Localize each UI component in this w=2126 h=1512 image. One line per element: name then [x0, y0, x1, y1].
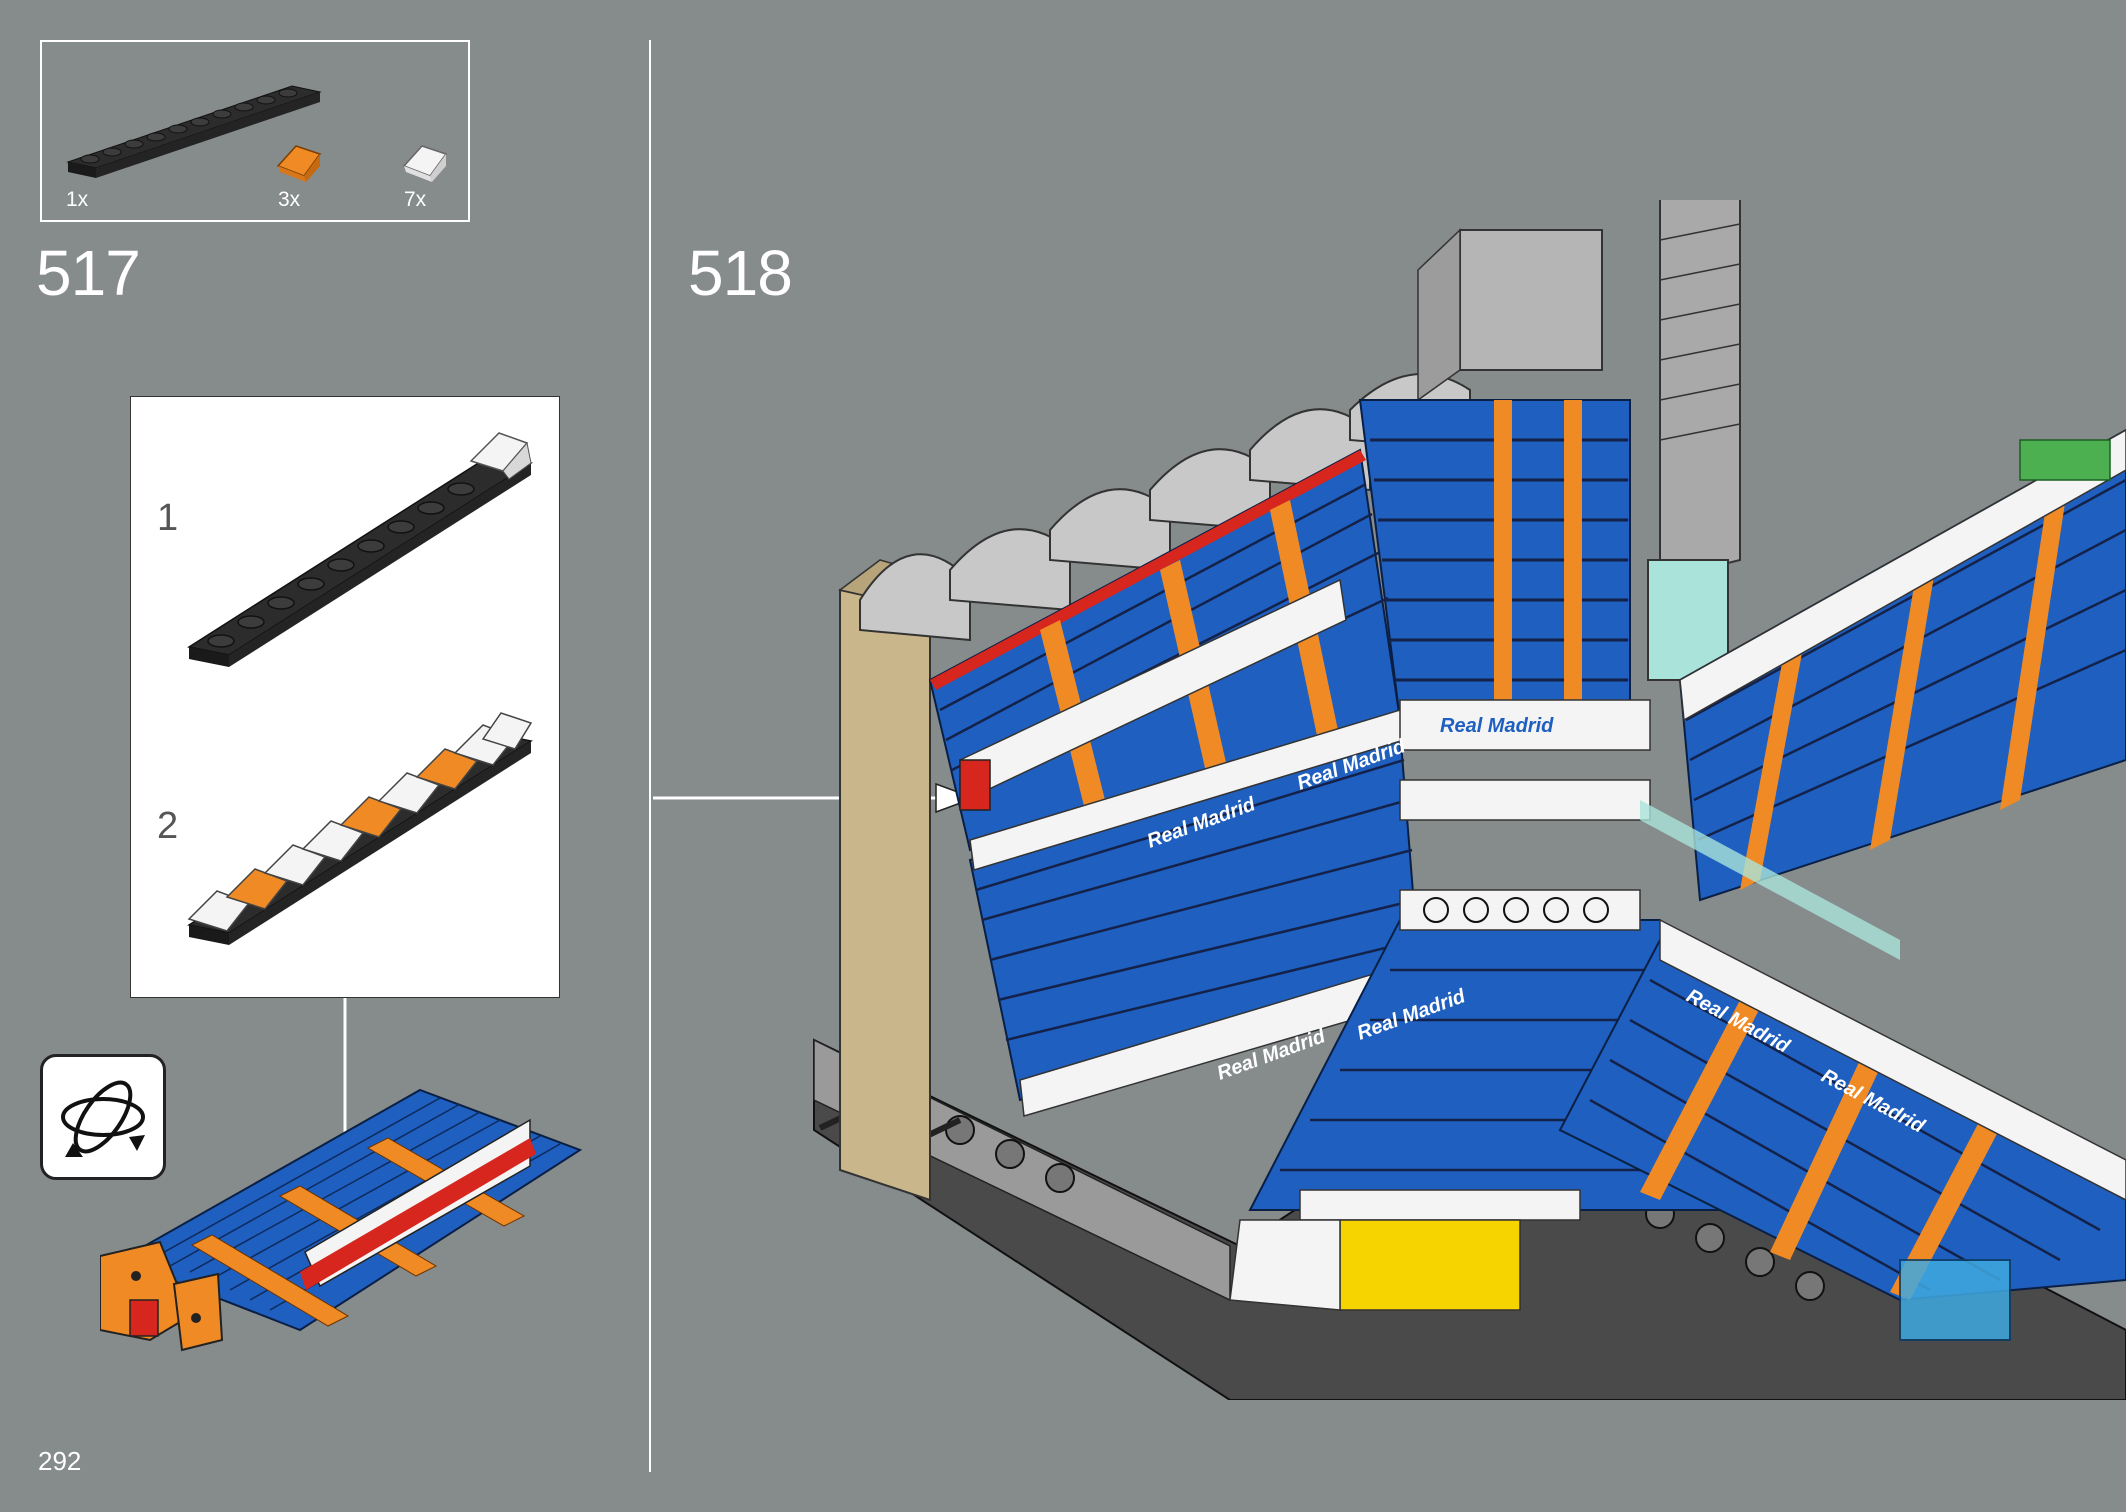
parts-callout: 1x 3x 7x	[40, 40, 470, 222]
sub-step-1-plate-icon	[187, 432, 533, 667]
sub-step-2-slopes	[187, 712, 533, 932]
sub-assembly-illustration	[187, 432, 533, 945]
step-number-right: 518	[688, 237, 793, 309]
rotate-model-icon-box	[40, 1054, 166, 1180]
page-number: 292	[38, 1446, 82, 1476]
banner-label: Real Madrid	[1440, 715, 1554, 737]
sub-step-1-number: 1	[157, 497, 179, 539]
stadium-model: Real Madrid Real Madrid Real Madrid Real…	[813, 200, 2126, 1400]
orange-slope-icon	[276, 145, 322, 182]
corner-tower	[1659, 200, 1741, 582]
seat-row-assembly	[100, 1088, 583, 1352]
sub-assembly-box: 1 2	[130, 396, 560, 998]
qty-plate: 1x	[66, 188, 89, 211]
qty-orange-slope: 3x	[278, 188, 301, 211]
rotate-model-icon	[61, 1080, 145, 1157]
sub-step-2-number: 2	[157, 805, 179, 847]
dark-plate-1x10-icon	[66, 85, 322, 178]
qty-white-slope: 7x	[404, 188, 427, 211]
tan-tower	[839, 588, 931, 1202]
parts-illustration	[66, 85, 448, 182]
white-slope-icon	[402, 145, 448, 182]
column-divider	[649, 40, 651, 1472]
step-number-left: 517	[36, 237, 141, 309]
